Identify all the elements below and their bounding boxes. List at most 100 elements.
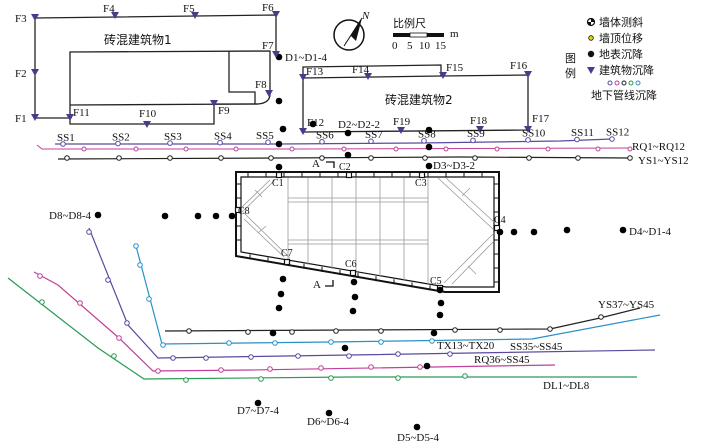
- ss-point-label: SS10: [522, 128, 546, 140]
- tx-pipe-point: [328, 339, 334, 345]
- ss-pipe-point: [395, 351, 401, 357]
- rq-pipe-point: [116, 335, 122, 341]
- surface-settlement-dot: [279, 275, 287, 283]
- surface-settlement-dot: [423, 362, 431, 370]
- ys-pipe-point: [116, 155, 122, 161]
- building-point-label: F1: [15, 113, 27, 125]
- rq-pipe-point: [627, 146, 633, 152]
- ss-pipe-point: [86, 229, 92, 235]
- ys-pipe-point: [547, 326, 553, 332]
- legend: 图 例 墙体测斜 墙顶位移 地表沉降 建筑物沉降 地下管线沉降: [565, 15, 657, 102]
- ys-pipe-point: [526, 155, 532, 161]
- dl-pipe-point: [462, 373, 468, 379]
- wall-tilt-marker: [283, 258, 291, 266]
- pipeline-dl: [7, 277, 637, 380]
- ys-pipe-point: [167, 155, 173, 161]
- scale-title: 比例尺: [393, 16, 426, 30]
- surface-group-d3: D3~D3-2: [433, 160, 475, 172]
- ys-pipe-point: [268, 155, 274, 161]
- surface-settlement-dot: [94, 211, 102, 219]
- ys-pipe-point: [627, 155, 633, 161]
- wall-tilt-marker: [234, 206, 242, 214]
- building-point-label: F5: [183, 3, 195, 15]
- surface-settlement-dot: [437, 299, 445, 307]
- ss-pipe-point: [609, 136, 615, 142]
- ss-point-label: SS12: [606, 127, 629, 139]
- surface-settlement-dot: [325, 409, 333, 417]
- surface-settlement-dot: [254, 399, 262, 407]
- building-point-label: F10: [139, 108, 157, 120]
- building-settlement-marker: [524, 71, 532, 78]
- ys-pipe-point: [472, 155, 478, 161]
- ss-point-label: SS6: [316, 130, 334, 142]
- section-a-top: A: [312, 158, 335, 170]
- rq-pipe-point: [267, 366, 273, 372]
- surface-settlement-dot: [413, 423, 421, 431]
- tx-pipe-point: [429, 338, 435, 344]
- surface-settlement-dot: [309, 120, 317, 128]
- ss-pipe-point: [574, 136, 580, 143]
- wall-tilt-icon: [586, 17, 596, 27]
- surface-group-d4: D4~D1-4: [629, 226, 672, 238]
- rq-bottom-label: RQ36~SS45: [474, 354, 530, 366]
- pipeline-ss-bottom: [88, 227, 656, 359]
- rq-pipe-point: [77, 300, 83, 306]
- surface-settlement-points: [94, 53, 627, 431]
- wall-tilt-marker: [345, 171, 353, 179]
- dl-pipe-point: [258, 376, 264, 382]
- building-point-label: F8: [255, 79, 267, 91]
- wall-top-displacement-icon: [588, 35, 594, 41]
- surface-settlement-dot: [530, 228, 538, 236]
- building-settlement-marker: [143, 121, 151, 128]
- wall-point-label: C2: [339, 162, 351, 173]
- legend-heading-2: 例: [565, 66, 576, 80]
- surface-settlement-dot: [275, 140, 283, 148]
- ys-pipe-point: [452, 327, 458, 333]
- ss-pipe-point: [115, 140, 121, 147]
- ss-point-label: SS3: [164, 131, 182, 143]
- building-settlement-marker: [272, 51, 280, 58]
- ss-pipe-point: [167, 140, 173, 146]
- foundation-pit: [235, 171, 500, 293]
- surface-settlement-dot: [510, 228, 518, 236]
- rq-pipe-point: [368, 364, 374, 370]
- ys-pipe-point: [245, 329, 251, 335]
- building-point-label: F14: [352, 64, 370, 76]
- ss-point-label: SS11: [571, 127, 594, 139]
- building-point-label: F3: [15, 13, 27, 25]
- wall-point-label: C5: [430, 276, 442, 287]
- building-settlement-marker: [476, 126, 484, 133]
- ss-point-label: SS4: [214, 131, 232, 143]
- building-settlement-marker: [299, 74, 307, 81]
- building-settlement-marker: [66, 114, 74, 121]
- building-settlement-marker: [210, 100, 218, 107]
- ss-pipe-point: [105, 277, 111, 283]
- ss-pipe-point: [319, 138, 325, 145]
- surface-settlement-dot: [275, 304, 283, 312]
- ss-point-label: SS2: [112, 132, 130, 144]
- wall-point-label: C6: [345, 259, 357, 270]
- building-settlement-icon: [587, 67, 595, 74]
- ss-pipe-point: [525, 137, 531, 143]
- rq-pipe-point: [133, 146, 139, 152]
- ys-pipe-point: [64, 155, 70, 161]
- surface-group-d7: D7~D7-4: [237, 405, 280, 417]
- legend-label-building: 建筑物沉降: [599, 63, 654, 77]
- surface-settlement-icon: [587, 50, 595, 58]
- surface-settlement-dot: [269, 329, 277, 337]
- ss-point-label: SS7: [365, 129, 383, 141]
- ss-pipe-point: [203, 355, 209, 361]
- ys-pipe-point: [497, 327, 503, 333]
- wall-tilt-marker: [493, 224, 501, 232]
- building-settlement-marker: [397, 127, 405, 134]
- building-point-label: F9: [218, 105, 230, 117]
- scale-tick-0: 0: [392, 40, 398, 52]
- building-settlement-marker: [31, 114, 39, 121]
- ys-pipe-point: [422, 155, 428, 161]
- ss-pipe-point: [60, 141, 66, 147]
- ss-pipe-point: [470, 137, 476, 144]
